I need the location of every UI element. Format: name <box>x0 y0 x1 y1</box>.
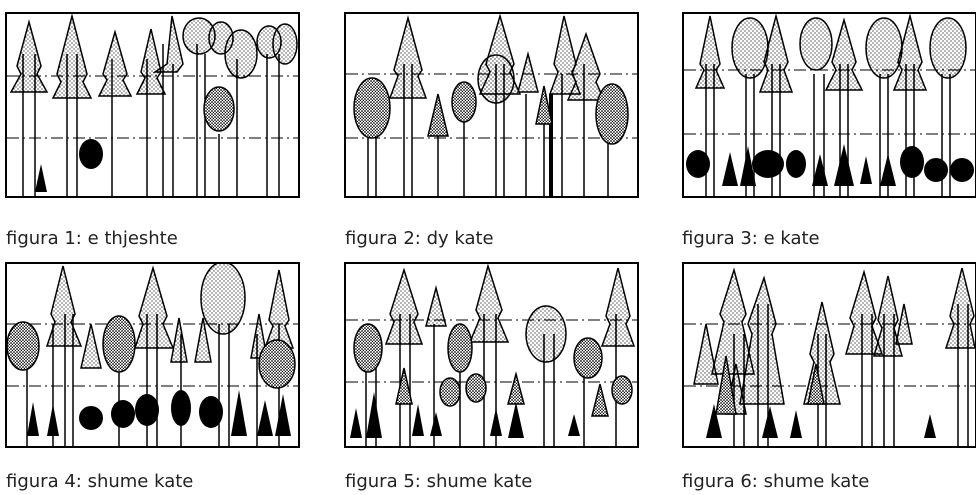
forest-illustration-4 <box>7 264 298 446</box>
forest-illustration-3 <box>684 14 975 196</box>
forest-illustration-1 <box>7 14 298 196</box>
figure-caption-5: figura 5: shume kate <box>345 471 533 492</box>
figure-caption-1: figura 1: e thjeshte <box>6 228 178 249</box>
forest-figure-5 <box>344 262 639 448</box>
figure-caption-2: figura 2: dy kate <box>345 228 494 249</box>
forest-illustration-2 <box>346 14 637 196</box>
figure-caption-3: figura 3: e kate <box>682 228 820 249</box>
figure-caption-4: figura 4: shume kate <box>6 471 194 492</box>
forest-illustration-5 <box>346 264 637 446</box>
forest-figure-4 <box>5 262 300 448</box>
figure-caption-6: figura 6: shume kate <box>682 471 870 492</box>
forest-figure-3 <box>682 12 976 198</box>
forest-figure-6 <box>682 262 976 448</box>
forest-figure-1 <box>5 12 300 198</box>
forest-figure-2 <box>344 12 639 198</box>
forest-illustration-6 <box>684 267 975 446</box>
